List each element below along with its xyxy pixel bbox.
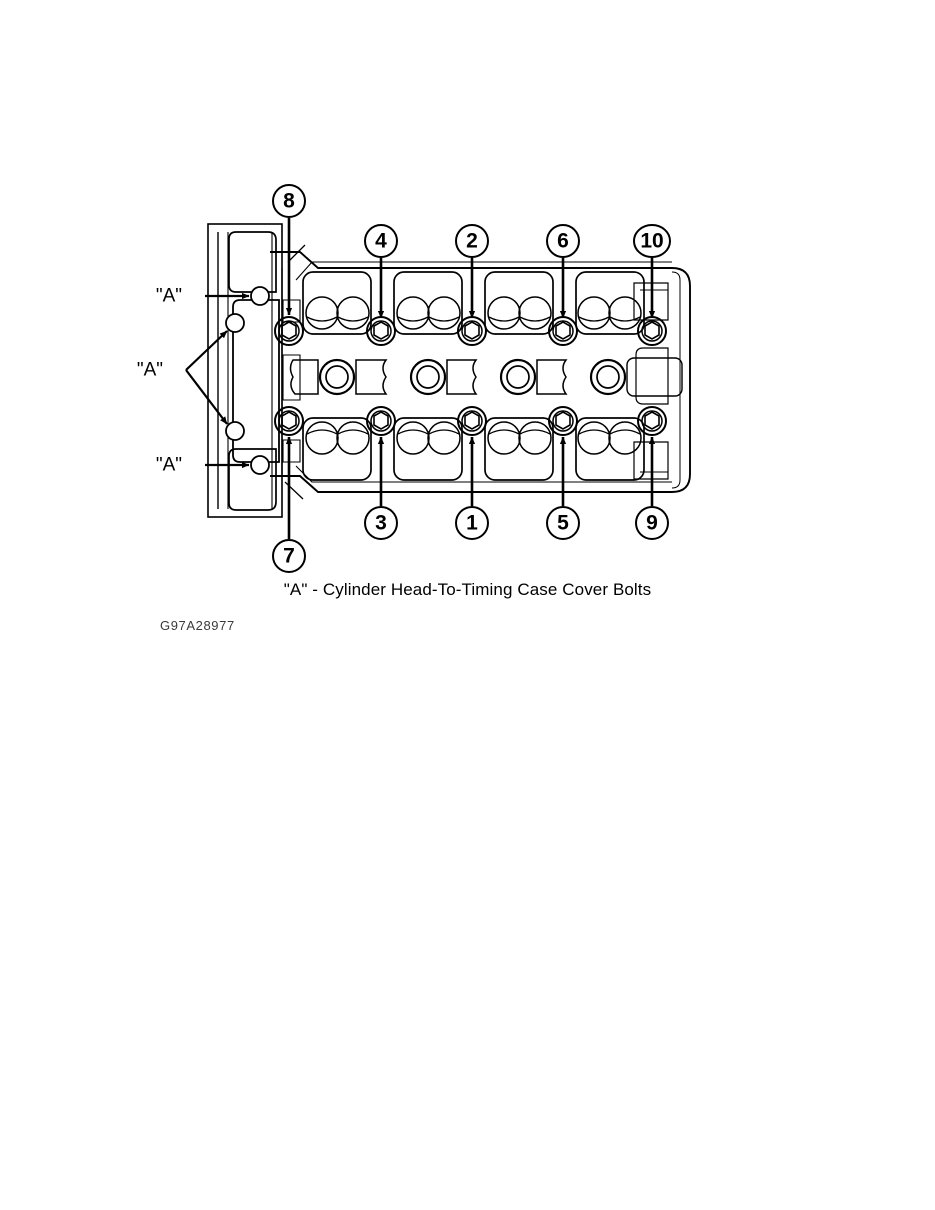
callout-bubble-1[interactable]: 1	[455, 506, 489, 540]
callout-bubble-3[interactable]: 3	[364, 506, 398, 540]
callout-number-1: 1	[466, 512, 478, 535]
callout-number-6: 6	[557, 230, 569, 253]
callout-bubble-8[interactable]: 8	[272, 184, 306, 218]
callout-number-7: 7	[283, 545, 295, 568]
a-labels: "A" "A" "A"	[137, 286, 182, 476]
bolt-hole	[366, 316, 396, 346]
timing-case-cover	[207, 223, 283, 518]
figure-id-code: G97A28977	[160, 618, 235, 633]
camshaft-bearing-band	[289, 357, 683, 397]
callout-number-4: 4	[375, 230, 387, 253]
bolt-hole	[457, 316, 487, 346]
right-side-port-recesses	[633, 282, 669, 480]
callout-bubble-5[interactable]: 5	[546, 506, 580, 540]
callout-bubble-2[interactable]: 2	[455, 224, 489, 258]
chamber-outlines-top	[302, 271, 645, 335]
bolt-hole	[548, 316, 578, 346]
callout-bubble-4[interactable]: 4	[364, 224, 398, 258]
callout-bubble-7[interactable]: 7	[272, 539, 306, 573]
valve-lobes-top	[305, 296, 642, 330]
label-a-top: "A"	[156, 286, 182, 307]
label-a-bottom: "A"	[156, 455, 182, 476]
bolt-holes-top-row	[274, 316, 667, 346]
spark-plug-port	[318, 358, 356, 396]
callout-bubble-6[interactable]: 6	[546, 224, 580, 258]
callout-arrows-bottom	[285, 436, 656, 539]
spark-plug-port	[589, 358, 627, 396]
chamber-outlines-bottom	[302, 417, 645, 481]
timing-cover-bolt-a-mid-upper	[225, 313, 245, 333]
bolt-hole	[457, 406, 487, 436]
callout-number-3: 3	[375, 512, 387, 535]
callout-bubbles-top: 8 4 2 6 10	[272, 184, 671, 258]
callout-bubble-9[interactable]: 9	[635, 506, 669, 540]
bolt-holes-bottom-row	[274, 406, 667, 436]
callout-bubbles-bottom: 7 3 1 5 9	[272, 506, 669, 573]
bolt-hole	[274, 406, 304, 436]
callout-number-8: 8	[283, 190, 295, 213]
spark-plug-port	[499, 358, 537, 396]
timing-cover-bolt-a-mid-lower	[225, 421, 245, 441]
callout-bubble-10[interactable]: 10	[633, 224, 671, 258]
bolt-hole	[274, 316, 304, 346]
valve-lobes-bottom	[305, 421, 642, 455]
callout-number-2: 2	[466, 230, 478, 253]
timing-case-cover-bolts	[225, 286, 270, 475]
a-label-leader-arrows	[185, 292, 250, 469]
timing-cover-bolt-a-top	[250, 286, 270, 306]
callout-arrows-top	[285, 218, 656, 319]
callout-number-10: 10	[640, 230, 663, 253]
bolt-hole	[366, 406, 396, 436]
label-a-middle: "A"	[137, 360, 163, 381]
timing-cover-bolt-a-bottom	[250, 455, 270, 475]
callout-number-5: 5	[557, 512, 569, 535]
figure-caption: "A" - Cylinder Head-To-Timing Case Cover…	[283, 580, 652, 599]
callout-number-9: 9	[646, 512, 658, 535]
spark-plug-port	[409, 358, 447, 396]
bolt-hole	[637, 316, 667, 346]
cylinder-head-body	[270, 244, 691, 500]
bolt-hole	[548, 406, 578, 436]
bolt-hole	[637, 406, 667, 436]
